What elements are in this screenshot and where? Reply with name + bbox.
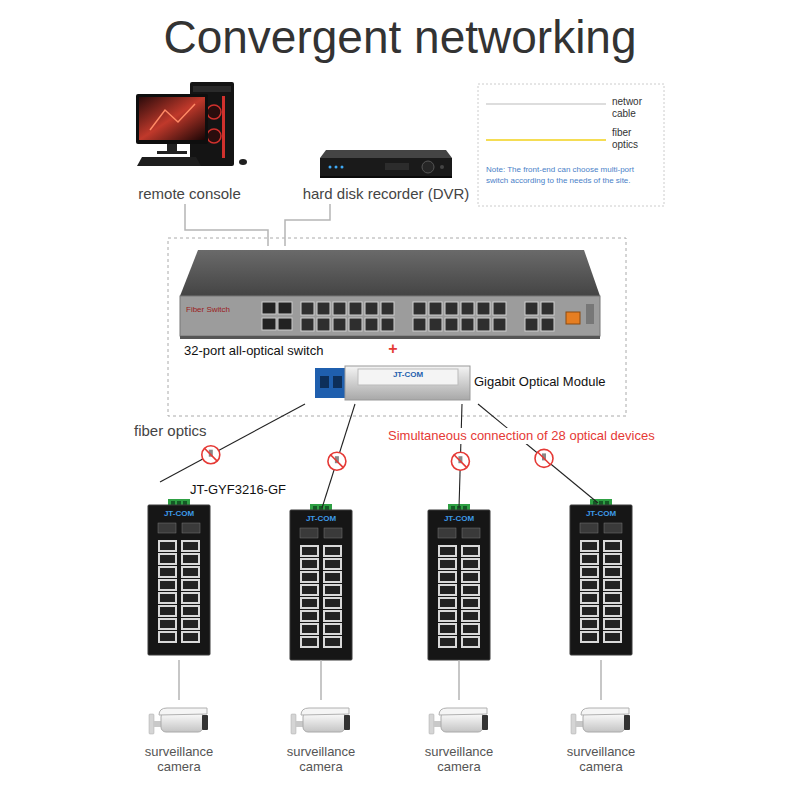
group-outline (168, 238, 626, 416)
brand-logo: JT-COM (570, 509, 632, 519)
device-label: Gigabit Optical Module (474, 374, 622, 390)
no-entry-slash (204, 448, 217, 461)
callout-text: Simultaneous connection of 28 optical de… (386, 428, 657, 444)
brand-logo: JT-COM (360, 370, 456, 380)
no-entry-slash (454, 455, 467, 468)
device-label: hard disk recorder (DVR) (292, 185, 480, 203)
brand-logo: JT-COM (148, 509, 210, 519)
device-node: JT-COM (290, 508, 354, 660)
device-node: JT-COM (570, 503, 634, 660)
no-entry-slash (331, 455, 344, 468)
callout-text: fiber optics (132, 422, 209, 440)
fiber-link (322, 404, 355, 508)
plus-sign: + (384, 339, 402, 358)
legend-text: fiber optics (612, 127, 658, 151)
optical-switch-icon (180, 250, 600, 339)
legend-text: networ cable (612, 96, 658, 120)
panel-print: Fiber Switch (186, 305, 256, 315)
camera-icons (149, 708, 630, 734)
optical-module-icon (315, 366, 470, 400)
device-node: hard disk recorder (DVR) (292, 140, 482, 204)
brand-logo: JT-COM (290, 514, 352, 524)
device-node: surveillance camera (551, 700, 653, 778)
brand-logo: JT-COM (428, 514, 490, 524)
industrial-switch-icons (148, 499, 632, 660)
network-cable (185, 204, 268, 246)
title: Convergent networking (0, 10, 800, 65)
device-label: surveillance camera (409, 744, 509, 774)
dvr-icon (320, 150, 452, 178)
no-entry-ring (535, 449, 553, 467)
remote-console-icon (136, 82, 247, 166)
no-entry-symbol (328, 452, 346, 470)
device-node: remote console (127, 78, 254, 204)
device-label: surveillance camera (129, 744, 229, 774)
device-node: surveillance camera (409, 700, 511, 778)
fiber-link (160, 404, 305, 482)
no-entry-symbol (451, 452, 469, 470)
device-node: surveillance camera (271, 700, 373, 778)
no-entry-ring (328, 452, 346, 470)
no-entry-symbol (202, 446, 220, 464)
network-cable (178, 660, 180, 700)
fiber-link (478, 404, 598, 503)
device-node: surveillance camera (129, 700, 231, 778)
network-cable (600, 660, 602, 700)
network-cable (458, 660, 460, 700)
legend-box (478, 84, 664, 206)
device-label: surveillance camera (271, 744, 371, 774)
device-node: Gigabit Optical Module JT-COM (298, 362, 624, 404)
network-cable (285, 204, 330, 246)
device-label: surveillance camera (551, 744, 651, 774)
no-entry-ring (451, 452, 469, 470)
device-label: 32-port all-optical switch (184, 343, 384, 359)
note-text: Note: The front-end can choose multi-por… (486, 164, 656, 186)
network-cable (320, 660, 322, 700)
no-entry-slash (538, 452, 551, 465)
no-entry-ring (202, 446, 220, 464)
no-entry-symbol (535, 449, 553, 467)
device-node: JT-GYF3216-GF JT-COM (148, 482, 288, 660)
model-label: JT-GYF3216-GF (172, 482, 286, 498)
device-label: remote console (127, 185, 252, 203)
device-node: JT-COM (428, 508, 492, 660)
